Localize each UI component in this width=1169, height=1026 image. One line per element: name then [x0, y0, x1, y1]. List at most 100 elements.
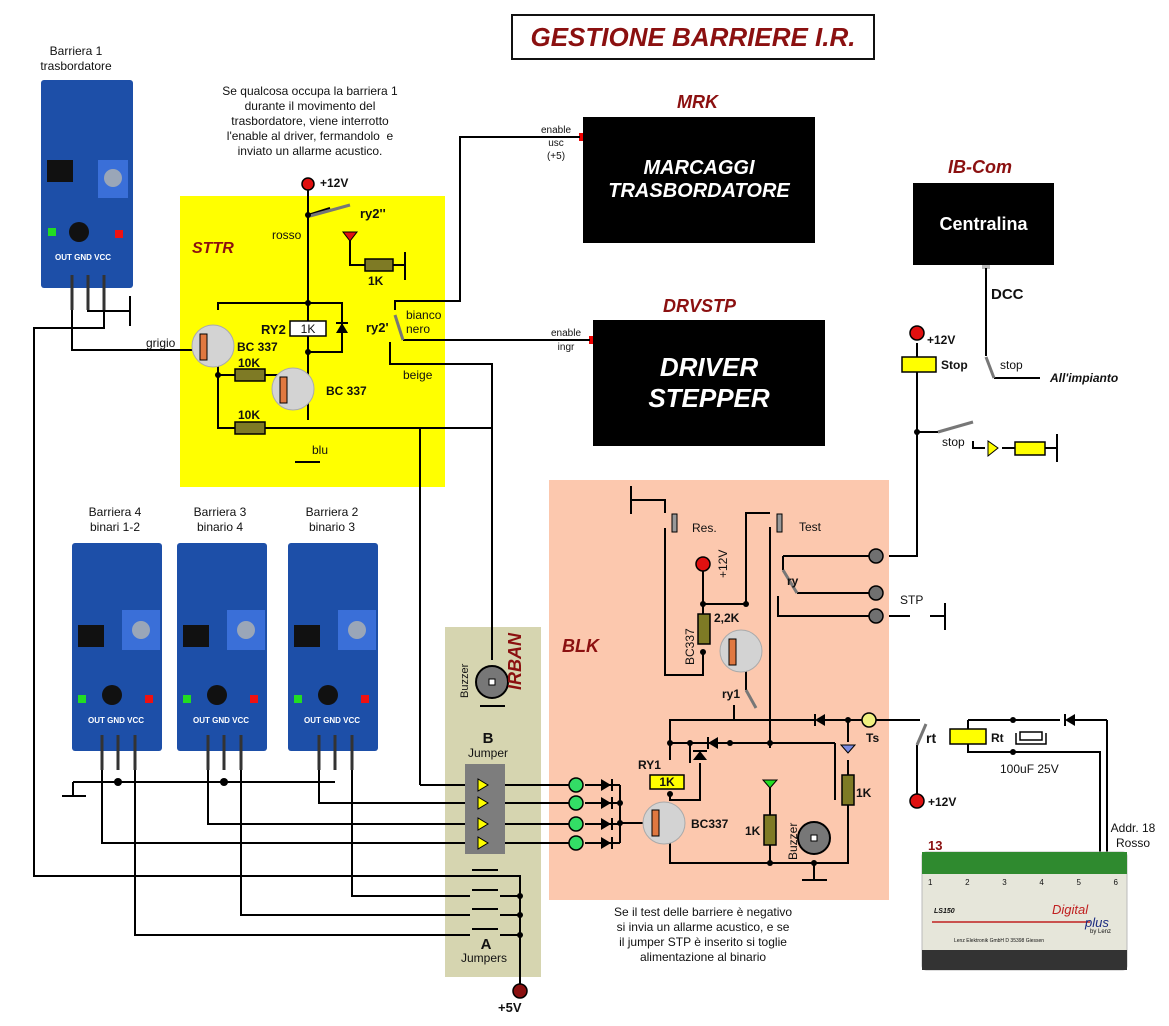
lenz-ls150-module [921, 851, 1128, 971]
buzzers [475, 665, 831, 855]
ground-symbols [62, 252, 1058, 881]
lenz-model: LS150 [934, 908, 955, 915]
blk-transistor-bottom-label: BC337 [691, 817, 729, 831]
test-button-label: Test [799, 520, 822, 534]
led-resistor-2-label: 1K [856, 786, 872, 800]
lenz-brand-plus: plus [1085, 915, 1109, 930]
jumper-a-letter: A [480, 936, 492, 953]
svg-text:OUT GND VCC: OUT GND VCC [193, 716, 249, 725]
wire-blu-label: blu [312, 443, 329, 457]
diagram-title-box: GESTIONE BARRIERE I.R. [511, 14, 875, 60]
lenz-port-2: 2 [965, 878, 970, 887]
sttr-resistor-10k-2: 10K [238, 408, 261, 422]
lenz-port-4: 4 [1039, 878, 1044, 887]
sttr-coil-value: 1K [300, 322, 316, 336]
screw-terminals [301, 177, 925, 999]
address-line1: Addr. 18 [1110, 821, 1156, 835]
wire-rosso-label: rosso [272, 228, 302, 242]
sttr-transistor-1-label: BC 337 [237, 340, 278, 354]
led-resistor-1-label: 1K [745, 824, 761, 838]
diodes [336, 322, 1075, 849]
mrk-pin-line2: usc [548, 138, 564, 149]
irban-buzzer-label: Buzzer [459, 663, 471, 698]
dcc-label: DCC [991, 286, 1024, 303]
blk-supply-label: +12V [716, 549, 730, 578]
jumper-b-block [465, 764, 505, 854]
blk-label: BLK [562, 636, 599, 656]
sensor-3-name: Barriera 3 [193, 505, 247, 519]
sensor-1-name: Barriera 1 [49, 44, 103, 58]
mrk-pin-line1: enable [540, 125, 572, 136]
ibcom-supply-label: +12V [927, 333, 956, 347]
wire-bianco-label: bianco [406, 308, 442, 322]
mrk-enable-pin-label: enable usc (+5) [534, 124, 578, 163]
lenz-port-3: 3 [1002, 878, 1007, 887]
svg-text:OUT GND VCC: OUT GND VCC [304, 716, 360, 725]
rt-coil-label: Rt [991, 731, 1004, 745]
mrk-pin-line3: (+5) [546, 151, 566, 162]
sensor-3-sub: binario 4 [196, 520, 244, 534]
sensor-1-label: Barriera 1 trasbordatore [36, 44, 116, 74]
switch-levers [309, 203, 996, 746]
drvstp-box-text: DRIVER STEPPER [593, 320, 825, 446]
all-impianto-label: All'impianto [1050, 371, 1119, 385]
rt-contact-label: rt [926, 730, 937, 746]
sttr-ry2-coil-label: RY2 [261, 322, 286, 337]
capacitor-label: 100uF 25V [1000, 762, 1059, 776]
reset-button-label: Res. [692, 521, 717, 535]
sttr-led-resistor-label: 1K [368, 274, 384, 288]
sensor-board-4: OUT GND VCC [72, 543, 162, 770]
relay-coils [289, 320, 1046, 790]
ibcom-stop-contact-label: stop [1000, 358, 1023, 372]
dcc-pin [982, 262, 990, 269]
drvstp-pin-line2: ingr [557, 342, 575, 353]
resistor-22k-label: 2,2K [714, 611, 740, 625]
sttr-supply-label: +12V [320, 176, 349, 190]
ry1-coil-value: 1K [659, 775, 675, 789]
stop-contact-2-label: stop [942, 435, 965, 449]
sensor-4-label: Barriera 4 binari 1-2 [75, 505, 155, 535]
ibcom-label: IB-Com [948, 157, 1012, 177]
address-line2: Rosso [1115, 836, 1150, 850]
sensor-3-label: Barriera 3 binario 4 [180, 505, 260, 535]
diagram-title: GESTIONE BARRIERE I.R. [530, 21, 856, 52]
wire-beige-label: beige [403, 368, 433, 382]
sensor-board-1: OUT GND VCC [41, 80, 133, 310]
jumper-b-letter: B [482, 730, 494, 747]
sttr-ry2b-label: ry2' [366, 320, 389, 335]
sensor-2-sub: binario 3 [308, 520, 356, 534]
mrk-box-line1: MARCAGGI [643, 157, 755, 179]
sttr-label: STTR [192, 240, 234, 257]
leds [341, 231, 999, 789]
ibcom-box-text: Centralina [913, 183, 1054, 265]
jumper-b-label: Jumper [467, 746, 508, 760]
wire-grigio-label: grigio [146, 336, 176, 350]
sttr-resistor-10k-1: 10K [238, 356, 261, 370]
sensor-2-name: Barriera 2 [305, 505, 359, 519]
lenz-port-6: 6 [1113, 878, 1118, 887]
sensor-board-3: OUT GND VCC [177, 543, 267, 770]
ry-contact-label: ry [787, 574, 799, 588]
drvstp-enable-pin-label: enable ingr [546, 327, 586, 355]
note-bottom: Se il test delle barriere è negativo si … [613, 905, 793, 964]
wire-nero-label: nero [406, 322, 431, 336]
lenz-ports: 1 2 3 4 5 6 [928, 878, 1118, 887]
ry1-coil-label: RY1 [638, 758, 661, 772]
lenz-brand-digital: Digital [1052, 902, 1089, 917]
transistors [191, 324, 763, 845]
lenz-port-1: 1 [928, 878, 933, 887]
stp-jumper-label: STP [900, 593, 924, 607]
note-top: Se qualcosa occupa la barriera 1 durante… [222, 84, 398, 158]
ry1-contact-label: ry1 [722, 687, 741, 701]
drvstp-label: DRVSTP [663, 296, 737, 316]
capacitor [1015, 731, 1047, 745]
irban-supply-label: +5V [498, 1000, 522, 1015]
lenz-port-5: 5 [1076, 878, 1081, 887]
sttr-ry2a-label: ry2'' [360, 206, 386, 221]
junction-dots [114, 212, 1016, 938]
blk-buzzer-label: Buzzer [786, 822, 800, 860]
stop-coil-label: Stop [941, 358, 968, 372]
mrk-box-line2: TRASBORDATORE [608, 180, 790, 202]
lenz-supply-label: +12V [928, 795, 957, 809]
push-buttons [671, 513, 783, 533]
